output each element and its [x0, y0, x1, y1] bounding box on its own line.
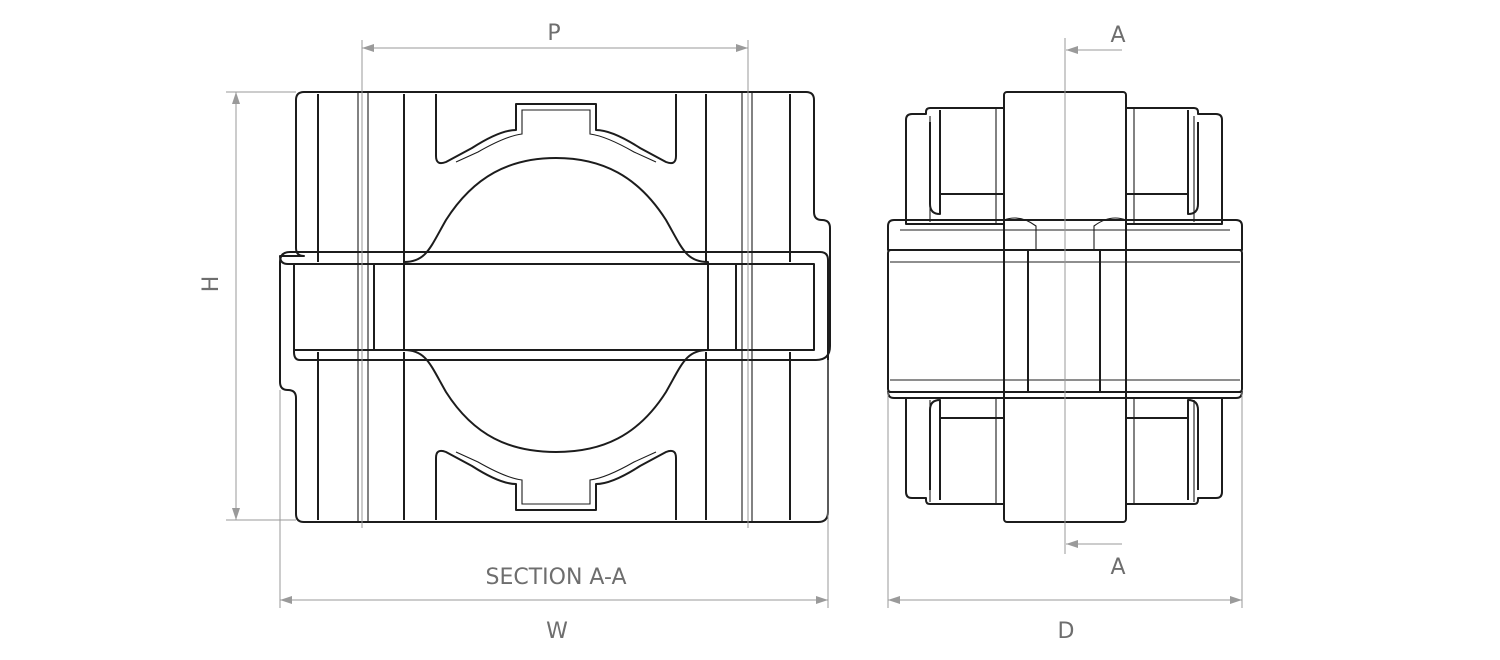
section-view — [279, 91, 831, 523]
label-section-bottom: A — [1110, 555, 1125, 580]
lower-right-block — [1126, 397, 1223, 505]
section-lower-half — [279, 251, 829, 523]
collar-line — [1003, 217, 1037, 250]
upper-right-block — [1126, 107, 1223, 225]
dimension-p — [361, 40, 749, 528]
dimension-d — [887, 392, 1243, 608]
collar-line — [1093, 217, 1127, 250]
side-view — [887, 38, 1243, 554]
label-w: W — [546, 619, 568, 644]
dimension-w — [279, 360, 829, 608]
block-line — [929, 110, 941, 215]
dimension-h — [226, 91, 296, 521]
band-center-strip — [1027, 249, 1101, 393]
bottom-recess-inner — [455, 451, 657, 505]
label-d: D — [1058, 619, 1075, 644]
section-middle-band — [293, 263, 815, 351]
section-title: SECTION A-A — [486, 565, 627, 590]
block-line — [929, 399, 941, 500]
top-recess-inner — [455, 109, 657, 163]
label-h: H — [199, 276, 224, 293]
block-line — [1187, 110, 1199, 215]
block-line — [1187, 399, 1199, 500]
top-recess — [435, 94, 677, 165]
bottom-recess — [435, 449, 677, 520]
upper-left-block — [905, 107, 1004, 225]
label-section-top: A — [1110, 23, 1125, 48]
cable-bore — [403, 157, 709, 453]
section-arrows — [1066, 46, 1122, 548]
label-p: P — [547, 21, 560, 46]
lower-left-block — [905, 397, 1004, 505]
